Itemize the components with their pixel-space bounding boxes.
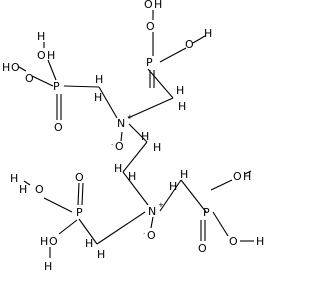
- bonds: [18, 10, 254, 258]
- atom-p: P: [53, 80, 60, 93]
- bond-o-h-br: [244, 170, 252, 175]
- chemical-structure: H O H H O O P O H H O H O P O H H H N + …: [2, 0, 264, 273]
- atom-o: O: [75, 171, 84, 184]
- atom-h: H: [40, 235, 48, 248]
- bond-n-ch2-bridge: [128, 123, 148, 143]
- atom-o: O: [147, 229, 156, 242]
- atom-o: O: [233, 170, 242, 183]
- atom-o: O: [25, 72, 34, 85]
- atom-o: O: [146, 20, 155, 33]
- atom-o: O: [198, 242, 207, 255]
- atom-h: H: [37, 30, 45, 43]
- atom-h: H: [97, 248, 105, 261]
- bond-ch2-p-br: [180, 179, 207, 213]
- bond-bridge-ch2-ch2: [122, 141, 148, 173]
- bond-n-ch2-br: [159, 179, 182, 212]
- atom-h: H: [141, 130, 149, 143]
- bond-ch2-n-bottom: [122, 171, 149, 206]
- atom-p: P: [146, 56, 153, 69]
- structure-canvas: H O H H O O P O H H O H O P O H H H N + …: [2, 0, 264, 273]
- bond-p-o-double-bl-a: [77, 182, 80, 206]
- atom-h: H: [94, 91, 102, 104]
- atom-o: O: [35, 183, 44, 196]
- bond-p-ch2-tl: [63, 85, 100, 88]
- atom-h: H: [95, 73, 103, 86]
- atom-h: H: [85, 237, 93, 250]
- bond-oh-h-bl: [23, 180, 31, 186]
- atom-o: O: [37, 49, 46, 62]
- charge-plus: +: [127, 113, 133, 121]
- atom-o: O: [144, 0, 153, 11]
- atom-n: N: [148, 205, 156, 218]
- atom-o: O: [49, 235, 58, 248]
- bond-ch2-n-tl: [98, 86, 118, 119]
- bond-p-oh-bl: [43, 197, 73, 213]
- bond-ch2-n-tr: [127, 97, 174, 119]
- atom-labels: H O H H O O P O H H O H O P O H H H N + …: [2, 0, 264, 273]
- atom-h: H: [204, 27, 212, 40]
- atom-h: H: [44, 260, 52, 273]
- atom-h: H: [47, 49, 55, 62]
- atom-o: O: [185, 38, 194, 51]
- atom-h: H: [178, 100, 186, 113]
- atom-h: H: [10, 172, 18, 185]
- atom-o: O: [54, 121, 63, 134]
- bond-p-oh-br: [210, 179, 233, 191]
- charge-dot: ·: [111, 141, 113, 149]
- bond-p-ch2-tr: [147, 68, 174, 99]
- bond-p-oh-tr: [159, 47, 187, 63]
- atom-h: H: [256, 235, 264, 248]
- bond-ch2-p-bl: [78, 218, 98, 245]
- atom-h: H: [2, 61, 10, 74]
- atom-h: H: [176, 84, 184, 97]
- bond-p-oh-bl2: [58, 219, 78, 235]
- atom-h: H: [169, 180, 177, 193]
- atom-h: H: [153, 141, 161, 154]
- atom-h: H: [114, 162, 122, 175]
- bond-p-oh-br2: [212, 211, 229, 237]
- atom-p: P: [203, 206, 210, 219]
- atom-h: H: [154, 0, 162, 11]
- bond-o-h-tr: [192, 35, 206, 44]
- atom-o: O: [115, 140, 124, 153]
- charge-plus: +: [158, 201, 164, 209]
- bond-n-o-top: [120, 131, 123, 142]
- atom-p: P: [76, 206, 83, 219]
- bond-p-o-double-bl-b: [81, 182, 84, 206]
- atom-o: O: [229, 235, 238, 248]
- bond-ho-h-tl: [18, 66, 27, 72]
- charge-dot: ·: [143, 230, 145, 238]
- atom-o: O: [11, 61, 20, 74]
- atom-h: H: [243, 170, 251, 183]
- atom-h: H: [128, 170, 136, 183]
- bond-o-p-tl2: [47, 59, 57, 81]
- bond-o-p-tl1: [31, 75, 54, 87]
- atom-h: H: [19, 183, 27, 196]
- atom-n: N: [117, 117, 125, 130]
- bond-n-o-bottom: [150, 216, 154, 229]
- bond-n-ch2-bl: [96, 211, 146, 245]
- atom-h: H: [180, 168, 188, 181]
